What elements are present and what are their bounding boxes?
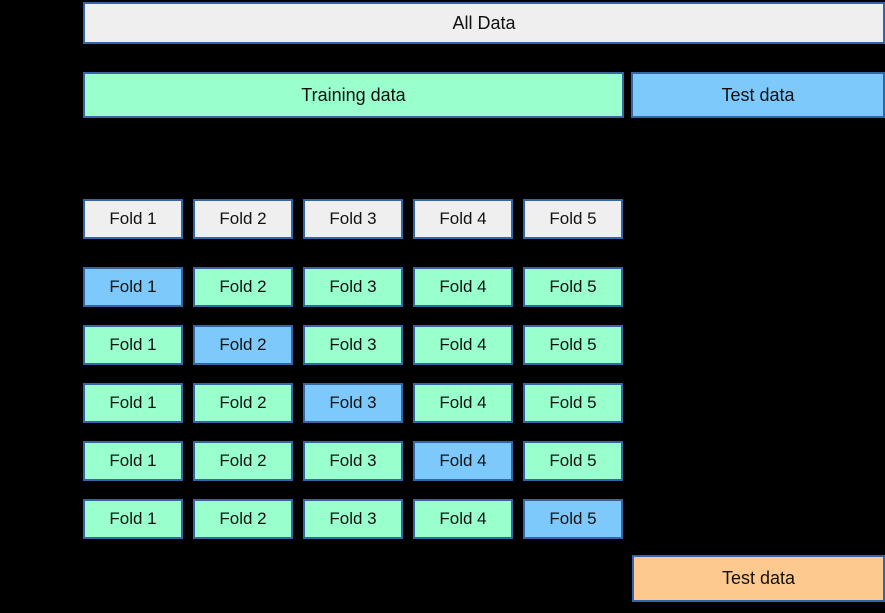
fold-box-train: Fold 4	[413, 383, 513, 423]
all-data-label: All Data	[452, 12, 516, 33]
fold-box-train: Fold 1	[83, 325, 183, 365]
fold-box-train: Fold 2	[193, 267, 293, 307]
fold-label: Fold 2	[219, 393, 267, 412]
cv-split-row: Fold 1 Fold 2 Fold 3 Fold 4 Fold 5	[83, 325, 623, 365]
fold-box-train: Fold 3	[303, 441, 403, 481]
fold-label: Fold 4	[439, 335, 487, 354]
training-data-label: Training data	[301, 84, 406, 105]
fold-label: Fold 2	[219, 277, 267, 296]
fold-box-train: Fold 2	[193, 441, 293, 481]
fold-label: Fold 1	[109, 277, 157, 296]
fold-label: Fold 1	[109, 451, 157, 470]
cv-split-row: Fold 1 Fold 2 Fold 3 Fold 4 Fold 5	[83, 499, 623, 539]
fold-box-train: Fold 4	[413, 499, 513, 539]
fold-label: Fold 5	[549, 451, 597, 470]
fold-label: Fold 3	[329, 509, 377, 528]
fold-label: Fold 3	[329, 277, 377, 296]
all-data-bar: All Data	[83, 2, 885, 44]
fold-label: Fold 4	[439, 393, 487, 412]
fold-box-train: Fold 1	[83, 441, 183, 481]
fold-box-header: Fold 4	[413, 199, 513, 239]
fold-label: Fold 4	[439, 277, 487, 296]
fold-label: Fold 5	[549, 335, 597, 354]
fold-box-test: Fold 1	[83, 267, 183, 307]
cv-split-row: Fold 1 Fold 2 Fold 3 Fold 4 Fold 5	[83, 383, 623, 423]
fold-box-train: Fold 3	[303, 499, 403, 539]
fold-label: Fold 3	[329, 451, 377, 470]
fold-box-header: Fold 1	[83, 199, 183, 239]
fold-box-test: Fold 3	[303, 383, 403, 423]
fold-box-header: Fold 5	[523, 199, 623, 239]
fold-box-train: Fold 2	[193, 383, 293, 423]
fold-box-train: Fold 5	[523, 267, 623, 307]
fold-label: Fold 1	[109, 509, 157, 528]
fold-label: Fold 5	[549, 209, 597, 228]
fold-label: Fold 5	[549, 393, 597, 412]
fold-label: Fold 3	[329, 209, 377, 228]
final-test-data-label: Test data	[721, 568, 796, 588]
test-data-bar: Test data	[631, 72, 885, 118]
fold-box-train: Fold 3	[303, 325, 403, 365]
fold-box-header: Fold 3	[303, 199, 403, 239]
fold-box-train: Fold 1	[83, 383, 183, 423]
fold-box-train: Fold 2	[193, 499, 293, 539]
fold-box-test: Fold 5	[523, 499, 623, 539]
fold-header-row: Fold 1 Fold 2 Fold 3 Fold 4 Fold 5	[83, 199, 623, 239]
test-data-label: Test data	[721, 84, 795, 105]
fold-label: Fold 5	[549, 509, 597, 528]
fold-box-train: Fold 3	[303, 267, 403, 307]
fold-label: Fold 2	[219, 335, 267, 354]
fold-box-train: Fold 1	[83, 499, 183, 539]
cv-split-row: Fold 1 Fold 2 Fold 3 Fold 4 Fold 5	[83, 267, 623, 307]
fold-label: Fold 4	[439, 451, 487, 470]
fold-label: Fold 4	[439, 209, 487, 228]
fold-label: Fold 1	[109, 335, 157, 354]
fold-box-train: Fold 5	[523, 325, 623, 365]
fold-box-train: Fold 4	[413, 267, 513, 307]
fold-box-header: Fold 2	[193, 199, 293, 239]
fold-box-train: Fold 4	[413, 325, 513, 365]
fold-box-train: Fold 5	[523, 441, 623, 481]
training-data-bar: Training data	[83, 72, 624, 118]
fold-box-test: Fold 4	[413, 441, 513, 481]
cv-split-row: Fold 1 Fold 2 Fold 3 Fold 4 Fold 5	[83, 441, 623, 481]
final-test-data-bar: Test data	[632, 555, 885, 602]
fold-box-test: Fold 2	[193, 325, 293, 365]
fold-label: Fold 2	[219, 451, 267, 470]
fold-label: Fold 3	[329, 393, 377, 412]
fold-label: Fold 2	[219, 209, 267, 228]
fold-box-train: Fold 5	[523, 383, 623, 423]
fold-label: Fold 5	[549, 277, 597, 296]
fold-label: Fold 4	[439, 509, 487, 528]
fold-label: Fold 2	[219, 509, 267, 528]
fold-label: Fold 3	[329, 335, 377, 354]
fold-label: Fold 1	[109, 393, 157, 412]
fold-label: Fold 1	[109, 209, 157, 228]
